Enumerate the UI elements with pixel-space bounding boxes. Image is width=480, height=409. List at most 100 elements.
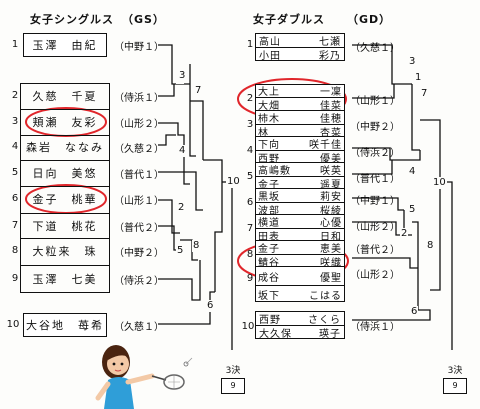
player-row: 西野 さくら [256,312,344,326]
seed-number: 5 [246,171,254,182]
school-name: （久慈１） [114,322,164,333]
player-given-name: 咲千佳 [309,140,342,151]
singles-r-line [158,122,190,185]
doubles-r-line [402,150,421,161]
pair-box: 下向咲千佳 西野優美 [255,136,345,165]
school-name: （侍浜１） [114,93,164,104]
pair-box: 高嶋敷咲英 金子遥夏 [255,162,345,191]
school-name: （普代２） [350,245,400,256]
pair-box: 金子 恵美 鯖谷 咲織 [255,240,345,269]
seed-number: 1 [11,39,19,50]
round-number: 2 [177,202,186,214]
player-family-name: 下向 [258,140,280,151]
player-name: 金子 桃華 [32,193,98,206]
singles-r-line [158,260,201,301]
seed-number: 4 [11,141,19,152]
player-given-name: 佳穂 [320,114,342,125]
school-name: （侍浜１） [350,322,400,333]
player-family-name: 西野 [259,315,281,326]
player-family-name: 大畑 [258,100,280,112]
player-family-name: 金子 [258,244,280,255]
school-name: （侍浜２） [350,148,400,159]
round-number: 5 [176,245,185,257]
seed-number: 3 [11,116,19,127]
doubles-r-line [352,160,393,175]
seed-number: 7 [246,223,254,234]
doubles-r-line [420,119,441,291]
school-name: （山形２） [350,222,400,233]
third-place-label: 3決 [447,366,463,376]
divider [20,213,110,214]
player-family-name: 横道 [258,218,280,229]
player-family-name: 波部 [258,205,280,217]
round-number: 3 [178,70,187,82]
round-number: 8 [426,240,435,252]
player-name: 久慈 千夏 [32,90,98,103]
player-row: 波部桜綾 [255,202,345,217]
player-family-name: 田表 [258,231,280,243]
player-given-name: 一凜 [320,87,342,98]
seed-number: 4 [246,145,254,156]
singles-r-line [158,84,175,97]
school-name: （山形２） [350,270,400,281]
round-number: 8 [192,240,201,252]
player-given-name: さくら [308,315,341,326]
pair-box: 高山七瀬 小田彩乃 [255,33,345,62]
doubles-title: 女子ダブルス [253,13,325,26]
singles-r-line [203,159,223,255]
pair-box: 大上一凜 大畑佳菜 [255,84,345,112]
singles-r-line [158,44,190,85]
round-number: 2 [400,228,409,240]
divider [20,238,110,239]
seed-number: 7 [11,220,19,231]
school-name: （山形２） [114,119,164,130]
player-name: 頬瀬 友彩 [32,116,98,129]
divider [20,135,110,136]
singles-group-frame [20,83,110,293]
player-row: 小田彩乃 [256,47,344,62]
player-family-name: 成谷 [258,272,280,284]
player-row: 大畑佳菜 [255,97,345,112]
player-row: 柿木佳穂 [255,111,345,125]
pair-box: 成谷優聖 坂下こはる [255,266,345,303]
player-name: 玉澤 由紀 [23,33,107,57]
pair-box: 柿木佳穂 林杏菜 [255,110,345,139]
school-name: （久慈１） [350,43,400,54]
doubles-r-line [352,257,418,269]
badminton-girl-illustration [95,345,193,409]
doubles-group-frame [255,84,345,302]
player-given-name: 七瀬 [319,37,341,48]
doubles-r-line [412,221,419,310]
seed-number: 8 [246,249,254,260]
singles-title: 女子シングルス [30,13,114,26]
player-row: 鯖谷 咲織 [255,254,345,269]
third-place-label: 3決 [225,366,241,376]
player-family-name: 高嶋敷 [258,166,291,177]
player-given-name: 優美 [320,153,342,165]
round-number: 7 [194,85,203,97]
player-given-name: 咲織 [320,257,342,269]
seed-number: 5 [11,167,19,178]
third-place-box: 9 [443,378,467,394]
player-row: 横道心優 [255,215,345,229]
player-row: 金子 恵美 [255,241,345,255]
player-row: 林杏菜 [255,124,345,139]
singles-r-line [158,134,176,146]
singles-r-line [190,100,204,160]
round-number: 5 [408,204,417,216]
player-given-name: 恵美 [320,244,342,255]
player-family-name: 鯖谷 [258,257,280,269]
player-row: 田表日和 [255,228,345,243]
doubles-r-line [352,197,404,211]
player-row: 大上一凜 [255,84,345,98]
seed-number: 6 [246,197,254,208]
school-name: （中野１） [114,42,164,53]
seed-number: 10 [6,319,20,330]
player-given-name: 咲英 [320,166,342,177]
round-number: 6 [206,300,215,312]
doubles-r-line [352,309,431,321]
seed-number: 1 [246,39,254,50]
seed-number: 3 [246,119,254,130]
